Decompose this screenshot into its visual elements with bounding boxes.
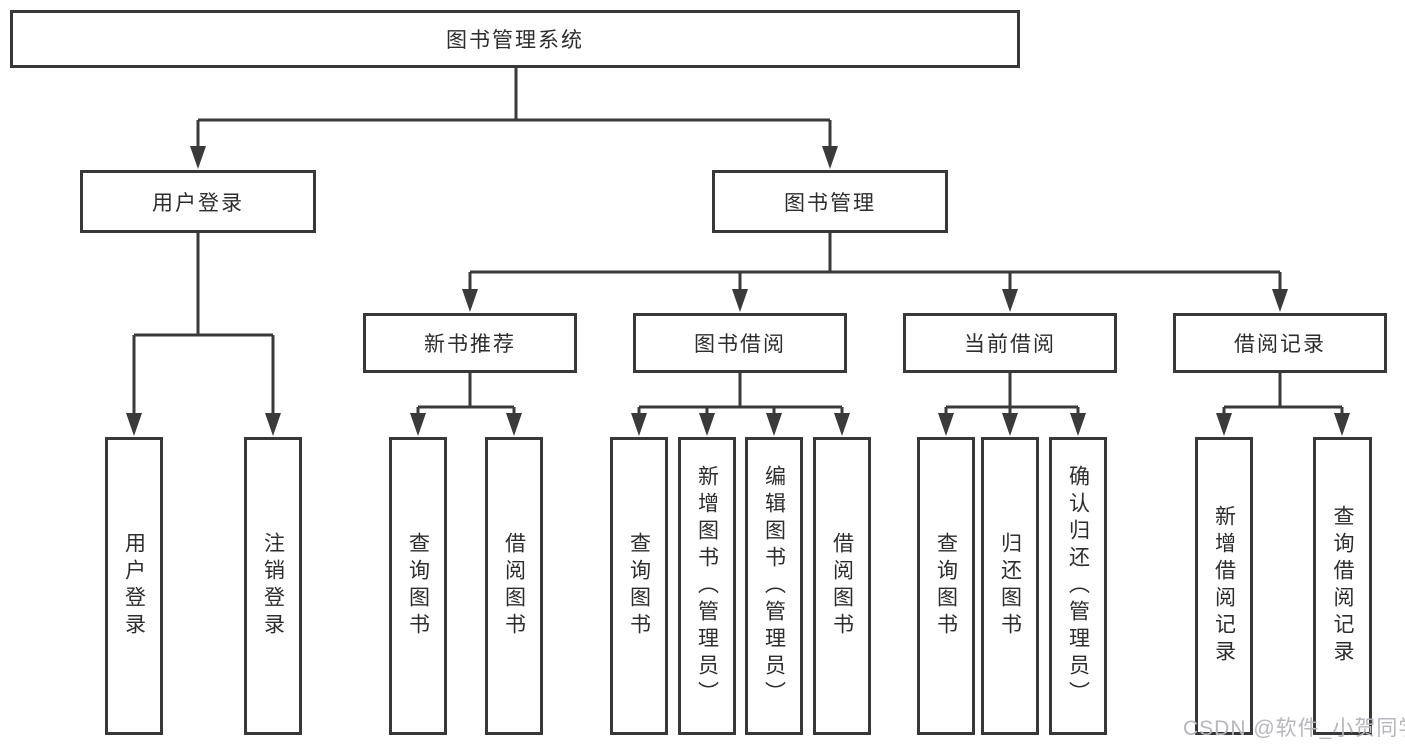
node-book-borrowing: 图书借阅 bbox=[633, 313, 847, 373]
leaf-label: 确认归还（管理员） bbox=[1066, 464, 1090, 708]
arrow-down-icon bbox=[265, 413, 281, 436]
arrow-down-icon bbox=[699, 413, 715, 436]
arrow-down-icon bbox=[1002, 413, 1018, 436]
node-new-book-recommendation: 新书推荐 bbox=[363, 313, 577, 373]
arrow-down-icon bbox=[1334, 413, 1350, 436]
node-library-management-system: 图书管理系统 bbox=[10, 10, 1020, 68]
leaf-add-borrow-record: 新增借阅记录 bbox=[1195, 437, 1253, 735]
arrow-down-icon bbox=[1070, 413, 1086, 436]
connector-new-book-children bbox=[410, 373, 522, 436]
leaf-query-books-borrow: 查询图书 bbox=[610, 437, 668, 735]
arrow-down-icon bbox=[631, 413, 647, 436]
leaf-label: 新增图书（管理员） bbox=[695, 464, 719, 708]
arrow-down-icon bbox=[1216, 413, 1232, 436]
leaf-borrow-books: 借阅图书 bbox=[813, 437, 871, 735]
leaf-borrow-books-recommend: 借阅图书 bbox=[485, 437, 543, 735]
leaf-label: 新增借阅记录 bbox=[1212, 505, 1236, 667]
leaf-add-book-admin: 新增图书（管理员） bbox=[678, 437, 736, 735]
arrow-down-icon bbox=[462, 289, 478, 312]
arrow-down-icon bbox=[766, 413, 782, 436]
leaf-label: 借阅图书 bbox=[830, 532, 854, 640]
leaf-confirm-return-admin: 确认归还（管理员） bbox=[1049, 437, 1107, 735]
connector-current-borrow-children bbox=[938, 373, 1086, 436]
leaf-query-books-current: 查询图书 bbox=[917, 437, 975, 735]
leaf-query-books-recommend: 查询图书 bbox=[389, 437, 447, 735]
arrow-down-icon bbox=[1272, 289, 1288, 312]
connector-root-to-level2 bbox=[190, 68, 838, 169]
leaf-label: 借阅图书 bbox=[502, 532, 526, 640]
leaf-label: 查询借阅记录 bbox=[1331, 505, 1354, 667]
leaf-label: 注销登录 bbox=[261, 532, 285, 640]
leaf-user-login: 用户登录 bbox=[105, 437, 163, 735]
leaf-label: 用户登录 bbox=[122, 532, 146, 640]
arrow-down-icon bbox=[126, 413, 142, 436]
node-book-management: 图书管理 bbox=[712, 170, 948, 233]
arrow-down-icon bbox=[506, 413, 522, 436]
leaf-query-borrow-record: 查询借阅记录 bbox=[1313, 437, 1372, 735]
arrow-down-icon bbox=[190, 146, 206, 169]
leaf-label: 查询图书 bbox=[934, 532, 958, 640]
leaf-label: 编辑图书（管理员） bbox=[762, 464, 786, 708]
csdn-watermark: CSDN @软件_小贺同学 bbox=[1183, 717, 1405, 740]
arrow-down-icon bbox=[1002, 289, 1018, 312]
connector-book-management-groups bbox=[462, 233, 1288, 312]
connector-borrow-records-children bbox=[1216, 373, 1350, 436]
node-borrowing-records: 借阅记录 bbox=[1173, 313, 1387, 373]
arrow-down-icon bbox=[732, 289, 748, 312]
leaf-label: 归还图书 bbox=[998, 532, 1022, 640]
connector-user-login-children bbox=[126, 233, 281, 436]
leaf-label: 查询图书 bbox=[627, 532, 651, 640]
leaf-return-books: 归还图书 bbox=[981, 437, 1039, 735]
leaf-logout-login: 注销登录 bbox=[244, 437, 302, 735]
leaf-edit-book-admin: 编辑图书（管理员） bbox=[745, 437, 803, 735]
node-user-login: 用户登录 bbox=[80, 170, 316, 233]
arrow-down-icon bbox=[938, 413, 954, 436]
node-current-borrowing: 当前借阅 bbox=[903, 313, 1117, 373]
arrow-down-icon bbox=[822, 146, 838, 169]
arrow-down-icon bbox=[834, 413, 850, 436]
leaf-label: 查询图书 bbox=[406, 532, 430, 640]
arrow-down-icon bbox=[410, 413, 426, 436]
connector-book-borrow-children bbox=[631, 373, 850, 436]
